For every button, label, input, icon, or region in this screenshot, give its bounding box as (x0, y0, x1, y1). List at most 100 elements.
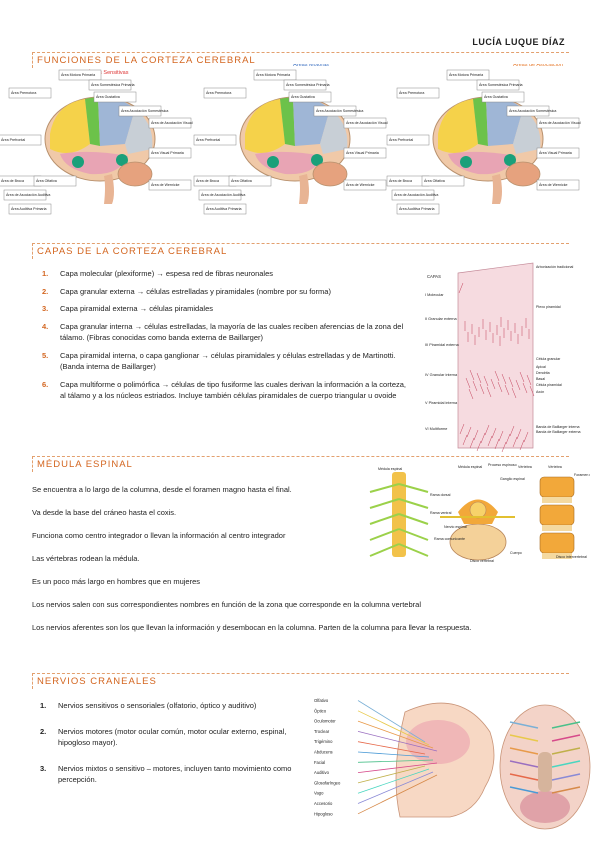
structure-label: Ganglio espinal (500, 477, 525, 481)
nerve-label: Accesorio (314, 801, 333, 806)
neuron-fiber (473, 429, 479, 441)
layer-label: IV Granular interna (425, 373, 458, 377)
nerve-root (369, 483, 400, 493)
broca-area (460, 156, 472, 168)
label-box (343, 117, 387, 129)
section-funciones: FUNCIONES DE LA CORTEZA CEREBRAL (32, 52, 569, 68)
label-box (476, 79, 520, 91)
diagram-label: Área Gustativa (291, 95, 315, 99)
section-title: CAPAS DE LA CORTEZA CEREBRAL (32, 243, 569, 259)
neuron-fiber (476, 372, 482, 384)
structure-label: Foramen neural (574, 473, 590, 477)
section-nervios: NERVIOS CRANEALES (32, 673, 569, 689)
nerve-root (509, 760, 539, 768)
motor-area (85, 97, 100, 146)
layer-label: VI Multiforme (425, 427, 447, 431)
neuron-fiber (486, 386, 492, 398)
author-name: LUCÍA LUQUE DÍAZ (472, 37, 565, 47)
neuron-fiber (494, 370, 500, 382)
cerebellum (505, 161, 541, 187)
diagram-label: Área de Wernicke (151, 183, 180, 187)
diagram-label: Área Auditiva Primaria (11, 207, 47, 211)
layer-label: I Molecular (425, 293, 444, 297)
wernicke-area (311, 154, 323, 166)
nerve-root (509, 747, 539, 755)
diagram-label: Área Olfativa (231, 179, 252, 183)
nerve-label: Auditivo (314, 770, 330, 775)
diagram-label: Área de Broca (196, 179, 219, 183)
diagram-caption: Áreas Motoras (293, 64, 329, 68)
nerve-label: Facial (314, 760, 325, 765)
neuron-fiber (458, 282, 464, 294)
diagram-label: Área Prefrontal (196, 138, 220, 142)
neuron-fiber (498, 430, 504, 442)
diagram-label: Área Auditiva Primaria (399, 207, 435, 211)
nerve-label: Trigémino (314, 739, 333, 744)
diagram-label: Área de Broca (389, 179, 412, 183)
nerve-root (398, 528, 429, 541)
broca-area (267, 156, 279, 168)
neuron-fiber (466, 426, 472, 438)
list-item: 2.Capa granular externa → células estrel… (42, 286, 331, 296)
label-box (58, 69, 102, 81)
section-title: MÉDULA ESPINAL (32, 456, 569, 472)
diagram-label: Área Olfativa (424, 179, 445, 183)
label-box (203, 87, 247, 99)
label-box (148, 147, 192, 159)
nerve-label: Óptico (314, 708, 327, 713)
nerve-line (357, 751, 430, 758)
paragraph: Va desde la base del cráneo hasta el cox… (32, 508, 177, 517)
label-box (343, 147, 387, 159)
list-item: 4.Capa granular interna → células estrel… (42, 321, 404, 343)
nerve-root (398, 483, 429, 493)
structure-label: Dendrita (536, 371, 550, 375)
brain-section (406, 720, 470, 764)
neuron-fiber (504, 384, 510, 396)
nerve-root (551, 747, 581, 755)
vertebra-body (539, 504, 575, 526)
diagram-caption: Áreas de Asociación (513, 64, 563, 68)
paragraph: Los nervios salen con sus correspondient… (32, 600, 421, 609)
label-box (536, 117, 580, 129)
neuron-fiber (484, 424, 490, 436)
structure-label: Banda de Baillarger externa (536, 430, 581, 434)
diagram-label: Área de Broca (1, 179, 24, 183)
neuron-fiber (505, 433, 511, 445)
paragraph: Los nervios aferentes son los que llevan… (32, 623, 472, 632)
label-box (33, 175, 77, 187)
structure-label: Rama comunicante (434, 537, 465, 541)
nerve-root (551, 734, 581, 742)
diagram-label: Área Somestésica Primaria (91, 83, 135, 87)
neuron-fiber (469, 437, 475, 449)
diagram-label: Área de Asociación Auditiva (394, 193, 438, 197)
neuron-fiber (515, 379, 521, 391)
spinal-cord-section (469, 501, 487, 519)
diagram-label: Área Premotora (399, 91, 424, 95)
diagram-label: Área Visual Primaria (539, 151, 572, 155)
brainstem (538, 752, 552, 792)
label-box (193, 134, 237, 146)
nerve-line (357, 771, 434, 804)
cerebellum (520, 791, 570, 823)
nerve-root (509, 721, 539, 729)
cortex-block (457, 262, 534, 449)
structure-label: Proceso espinoso (488, 463, 517, 467)
nerve-line (357, 768, 430, 794)
list-item: 5.Capa piramidal interna, o capa ganglio… (42, 350, 396, 372)
list-item: 1.Nervios sensitivos o sensoriales (olfa… (40, 701, 257, 710)
nerve-label: Hipogloso (314, 811, 333, 816)
neuron-fiber (522, 382, 528, 394)
structure-label: Rama ventral (430, 511, 452, 515)
wernicke-area (116, 154, 128, 166)
structure-label: Célula piramidal (536, 383, 562, 387)
nerve-root (369, 498, 400, 509)
diagram-label: Área de Asociación Auditiva (201, 193, 245, 197)
diagram-label: Área Gustativa (484, 95, 508, 99)
cerebellum (117, 161, 153, 187)
diagram-label: Área Motora Primaria (61, 73, 95, 77)
cerebellum (312, 161, 348, 187)
nerve-line (357, 765, 426, 784)
